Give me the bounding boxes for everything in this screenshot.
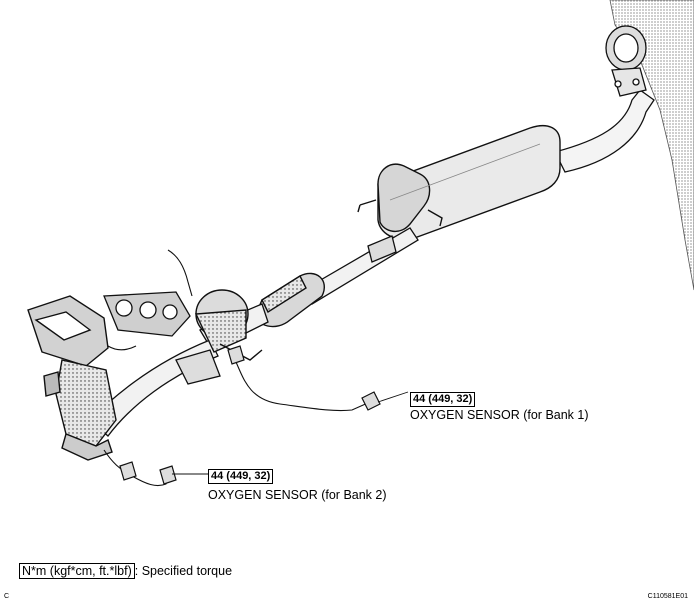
torque-box-bank1: 44 (449, 32) <box>410 392 476 407</box>
manifold-converter-right <box>194 289 263 361</box>
oxygen-sensor-bank1-label: OXYGEN SENSOR (for Bank 1) <box>410 408 589 422</box>
exhaust-manifold-left <box>27 295 117 461</box>
figure-code: C110581E01 <box>647 593 688 600</box>
legend-unit-box: N*m (kgf*cm, ft.*lbf) <box>19 563 135 579</box>
legend-description: : Specified torque <box>134 564 233 578</box>
oxygen-sensor-bank1 <box>227 345 381 411</box>
oxygen-sensor-bank2-label: OXYGEN SENSOR (for Bank 2) <box>208 488 387 502</box>
tail-pipe <box>554 25 655 173</box>
oxygen-sensor-bank2 <box>119 461 177 485</box>
leader-lines <box>172 391 409 475</box>
corner-mark: C <box>4 593 10 600</box>
exhaust-manifold-right <box>103 291 191 337</box>
muffler <box>357 124 561 240</box>
torque-legend: N*m (kgf*cm, ft.*lbf): Specified torque <box>19 563 232 579</box>
torque-box-bank2: 44 (449, 32) <box>208 469 274 484</box>
